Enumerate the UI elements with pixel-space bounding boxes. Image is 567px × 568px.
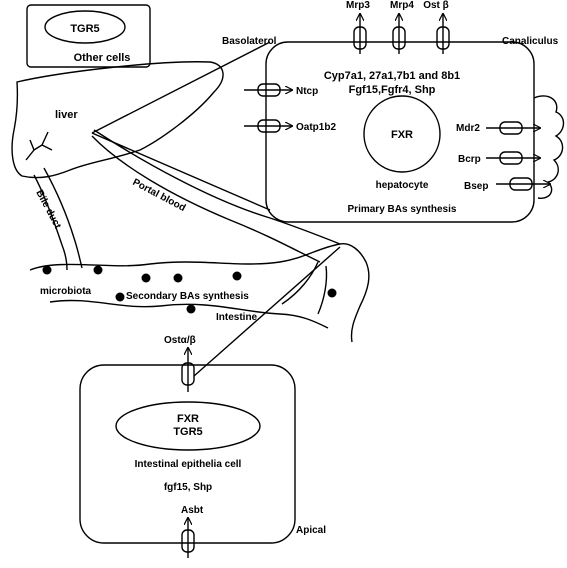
transporter-mdr2-label: Mdr2 <box>456 123 480 134</box>
microbiota-dot <box>93 265 103 275</box>
zoom-line-top <box>91 41 271 134</box>
enterocyte-fxr-label: FXR <box>177 413 199 425</box>
bile-duct-label: Bile duct <box>33 188 63 231</box>
intestine-label: Intestine <box>216 312 258 323</box>
bile-duct-right-wall <box>43 167 83 269</box>
hepatocyte-genes-line1: Cyp7a1, 27a1,7b1 and 8b1 <box>324 70 460 82</box>
liver-organ: liver Bile duct Portal blood <box>11 41 341 271</box>
enterocyte-nucleus <box>115 401 261 451</box>
canaliculus-lumen <box>533 95 565 199</box>
transporter-oatp1b2: Oatp1b2 <box>244 119 336 133</box>
other-cells-box <box>26 4 151 68</box>
tgr5-receptor-label: TGR5 <box>70 23 99 35</box>
hepatocyte-label: hepatocyte <box>376 180 429 191</box>
liver-label: liver <box>55 109 78 121</box>
portal-vein-upper <box>93 129 341 245</box>
transporter-ost-alpha-beta: Ostα/β <box>164 335 196 392</box>
transporter-mrp3-label: Mrp3 <box>346 0 370 11</box>
other-cells-nucleus <box>44 10 126 44</box>
transporter-mrp3: Mrp3 <box>346 0 370 54</box>
hepatocyte-fxr-label: FXR <box>391 129 413 141</box>
enterocyte-label: Intestinal epithelia cell <box>135 459 242 470</box>
transporter-ntcp-label: Ntcp <box>296 86 318 97</box>
bile-duct-branch <box>25 131 53 161</box>
primary-synthesis-label: Primary BAs synthesis <box>348 204 457 215</box>
canaliculus-label: Canaliculus <box>502 36 559 47</box>
other-cells: TGR5 Other cells <box>26 4 151 68</box>
intestine-upper-wall <box>29 243 370 343</box>
basolateral-label: Basolaterol <box>222 36 277 47</box>
transporter-ost-beta: Ost β <box>423 0 450 54</box>
microbiota-dot <box>115 292 125 302</box>
portal-vein-lower <box>91 135 321 263</box>
microbiota-label: microbiota <box>40 286 92 297</box>
hepatocyte-genes-line2: Fgf15,Fgfr4, Shp <box>349 84 436 96</box>
hepatocyte-nucleus <box>363 95 441 173</box>
transporter-bsep-label: Bsep <box>464 181 488 192</box>
transporter-mrp4: Mrp4 <box>390 0 414 54</box>
microbiota-dot <box>141 273 151 283</box>
intestine-lower-wall <box>49 299 329 329</box>
enterocyte-cell: Ostα/β FXR TGR5 Intestinal epithelia cel… <box>79 335 326 558</box>
zoom-line-bottom <box>91 132 271 211</box>
bile-duct-left-wall <box>33 174 68 271</box>
transporter-mrp4-label: Mrp4 <box>390 0 414 11</box>
transporter-mdr2: Mdr2 <box>456 121 540 135</box>
transporter-bsep: Bsep <box>464 177 550 192</box>
transporter-oatp1b2-label: Oatp1b2 <box>296 122 336 133</box>
transporter-asbt: Asbt <box>181 505 204 558</box>
transporter-asbt-label: Asbt <box>181 505 204 516</box>
intestine: microbiota Secondary BAs synthesis Intes… <box>29 243 370 377</box>
intestine-fold <box>281 261 328 315</box>
transporter-ost-beta-label: Ost β <box>423 0 449 11</box>
microbiota-dot <box>327 288 337 298</box>
transporter-ost-alpha-beta-label: Ostα/β <box>164 335 196 346</box>
microbiota-dot <box>173 273 183 283</box>
zoom-line-intestine <box>193 246 341 377</box>
other-cells-label: Other cells <box>74 52 131 64</box>
enterocyte-tgr5-label: TGR5 <box>173 426 202 438</box>
hepatocyte-cell: Basolaterol Canaliculus Mrp3 Mrp4 Ost β … <box>222 0 565 223</box>
transporter-bcrp: Bcrp <box>458 151 540 165</box>
apical-label: Apical <box>296 525 326 536</box>
transporter-ntcp: Ntcp <box>244 83 318 97</box>
transporter-bcrp-label: Bcrp <box>458 154 481 165</box>
microbiota-dot <box>42 265 52 275</box>
enterocyte-genes-label: fgf15, Shp <box>164 482 212 493</box>
microbiota-dot <box>186 304 196 314</box>
microbiota-dot <box>232 271 242 281</box>
secondary-synthesis-label: Secondary BAs synthesis <box>126 291 249 302</box>
